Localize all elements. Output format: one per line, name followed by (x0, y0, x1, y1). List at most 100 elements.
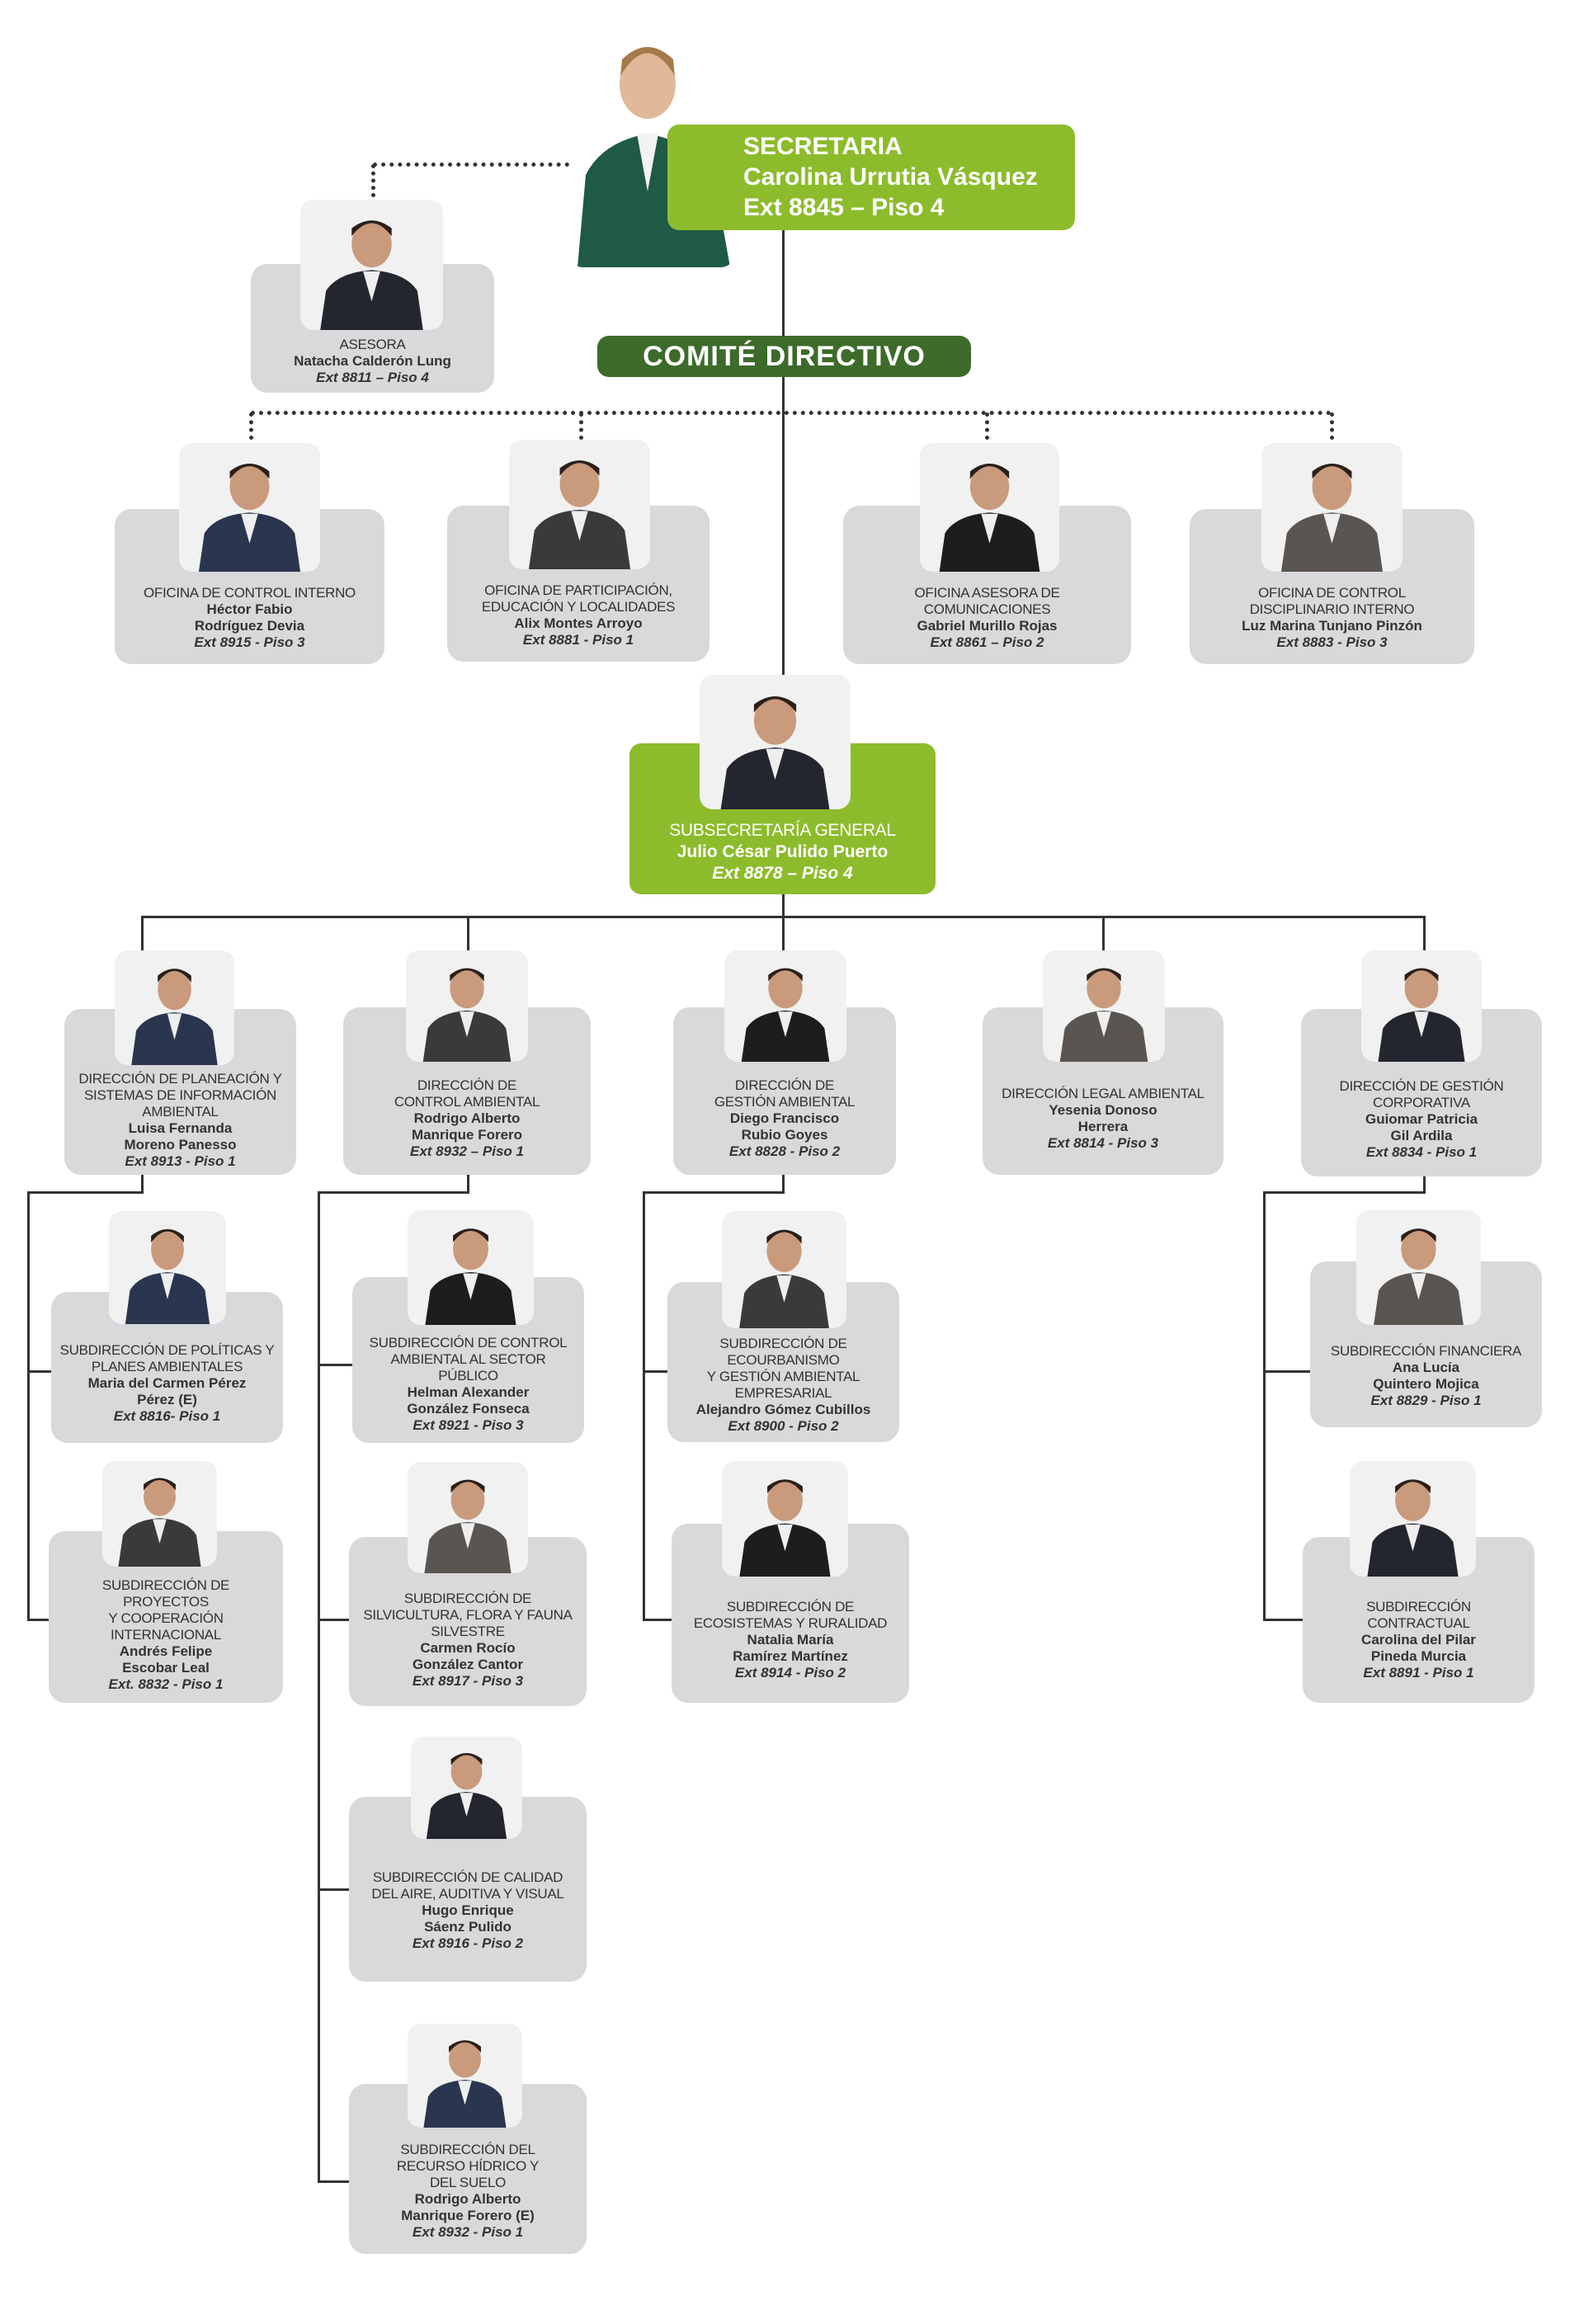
connector-line (318, 1888, 352, 1891)
card-title: OFICINA ASESORA DE COMUNICACIONES (914, 585, 1060, 617)
card-ext: Ext 8916 - Piso 2 (412, 1935, 524, 1951)
connector-line (27, 1191, 144, 1194)
photo-s3b (722, 1461, 848, 1577)
card-title: DIRECCIÓN DE GESTIÓN AMBIENTAL (714, 1077, 856, 1110)
photo-o3 (920, 443, 1059, 572)
connector-line (467, 917, 469, 951)
connector-line (643, 1192, 645, 1620)
connector-line (318, 2180, 352, 2183)
connector-line (1423, 917, 1426, 951)
person-icon (1378, 968, 1465, 1062)
card-name: Alejandro Gómez Cubillos (695, 1402, 871, 1417)
card-ext: Ext 8814 - Piso 3 (1047, 1134, 1159, 1151)
photo-asesora (300, 200, 443, 330)
card-title: DIRECCIÓN LEGAL AMBIENTAL (1002, 1085, 1204, 1101)
photo-o2 (509, 440, 650, 569)
dotted-connector (251, 411, 1332, 415)
card-ext: Ext 8917 - Piso 3 (412, 1672, 524, 1689)
card-title: ASESORA (339, 337, 406, 352)
card-name: Luz Marina Tunjano Pinzón (1242, 618, 1422, 634)
connector-line (141, 917, 144, 951)
card-ext: Ext 8834 - Piso 1 (1365, 1143, 1478, 1160)
card-name: Guiomar Patricia Gil Ardila (1365, 1110, 1478, 1143)
card-title: DIRECCIÓN DE CONTROL AMBIENTAL (394, 1077, 540, 1110)
card-title: SUBSECRETARÍA GENERAL (669, 820, 896, 840)
connector-line (1263, 1370, 1312, 1373)
person-icon (528, 460, 631, 569)
person-icon (423, 2040, 507, 2128)
card-ext: Ext 8816- Piso 1 (113, 1408, 221, 1424)
secretaria-box: SECRETARIA Carolina Urrutia Vásquez Ext … (667, 125, 1075, 230)
card-title: OFICINA DE PARTICIPACIÓN, EDUCACIÓN Y LO… (481, 582, 676, 615)
connector-line (782, 917, 785, 951)
card-name: Carolina del Pilar Pineda Murcia (1361, 1631, 1476, 1664)
card-title: SUBDIRECCIÓN DEL RECURSO HÍDRICO Y DEL S… (396, 2141, 540, 2190)
card-ext: Ext 8921 - Piso 3 (412, 1417, 524, 1433)
card-title: SUBDIRECCIÓN FINANCIERA (1330, 1343, 1522, 1359)
connector-line (318, 1364, 352, 1366)
card-name: Carmen Rocío González Cantor (412, 1639, 524, 1672)
photo-d3 (724, 950, 846, 1062)
photo-s1b (102, 1461, 217, 1567)
card-ext: Ext 8883 - Piso 3 (1276, 634, 1388, 650)
card-title: OFICINA DE CONTROL INTERNO (144, 585, 356, 601)
card-ext: Ext. 8832 - Piso 1 (108, 1676, 224, 1692)
photo-s5b (1350, 1461, 1476, 1577)
card-name: Rodrigo Alberto Manrique Forero (E) (401, 2190, 535, 2223)
connector-line (27, 1192, 30, 1620)
secretaria-ext: Ext 8845 – Piso 4 (743, 194, 945, 221)
card-title: OFICINA DE CONTROL DISCIPLINARIO INTERNO (1249, 585, 1415, 617)
card-name: Héctor Fabio Rodríguez Devia (194, 601, 305, 634)
photo-s2a (408, 1210, 534, 1325)
photo-d4 (1043, 950, 1165, 1062)
card-title: DIRECCIÓN DE PLANEACIÓN Y SISTEMAS DE IN… (78, 1070, 282, 1120)
dotted-connector (1330, 412, 1334, 440)
photo-s2d (408, 2024, 522, 2128)
connector-line (27, 1370, 53, 1373)
dotted-connector (985, 412, 989, 440)
card-ext: Ext 8915 - Piso 3 (194, 634, 305, 650)
connector-line (643, 1191, 785, 1194)
card-name: Diego Francisco Rubio Goyes (729, 1110, 840, 1143)
card-title: SUBDIRECCIÓN DE CALIDAD DEL AIRE, AUDITI… (371, 1869, 564, 1902)
connector-line (1263, 1192, 1266, 1620)
connector-line (643, 1619, 673, 1621)
card-ext: Ext 8881 - Piso 1 (522, 632, 634, 648)
photo-s2c (411, 1737, 522, 1839)
person-icon (425, 1228, 516, 1325)
connector-line (27, 1619, 50, 1621)
photo-o1 (179, 443, 320, 572)
connector-line (318, 1191, 469, 1194)
person-icon (1374, 1228, 1464, 1325)
connector-line (318, 1192, 320, 2182)
photo-s5a (1356, 1210, 1481, 1325)
card-title: SUBDIRECCIÓN DE ECOSISTEMAS Y RURALIDAD (693, 1598, 888, 1631)
card-name: Rodrigo Alberto Manrique Forero (411, 1110, 523, 1143)
card-ext: Ext 8900 - Piso 2 (728, 1418, 839, 1434)
card-ext: Ext 8932 – Piso 1 (410, 1143, 524, 1159)
card-name: Yesenia Donoso Herrera (1049, 1101, 1157, 1134)
card-title: SUBDIRECCIÓN DE ECOURBANISMO Y GESTIÓN A… (706, 1336, 860, 1401)
person-icon (426, 1752, 507, 1839)
person-icon (131, 969, 218, 1065)
card-name: Ana Lucía Quintero Mojica (1373, 1360, 1479, 1392)
connector-line (782, 1175, 785, 1193)
person-icon (424, 1479, 512, 1573)
card-name: Andrés Felipe Escobar Leal (119, 1643, 213, 1676)
person-icon (741, 968, 830, 1062)
card-title: SUBDIRECCIÓN CONTRACTUAL (1366, 1598, 1471, 1631)
connector-line (1263, 1191, 1426, 1194)
comite-directivo-label: COMITÉ DIRECTIVO (597, 336, 971, 377)
card-ext: Ext 8861 – Piso 2 (930, 634, 1044, 650)
photo-sub (700, 675, 851, 809)
connector-line (1263, 1619, 1304, 1621)
card-name: Julio César Pulido Puerto (676, 841, 889, 861)
card-ext: Ext 8914 - Piso 2 (734, 1664, 846, 1681)
connector-line (1102, 917, 1105, 951)
